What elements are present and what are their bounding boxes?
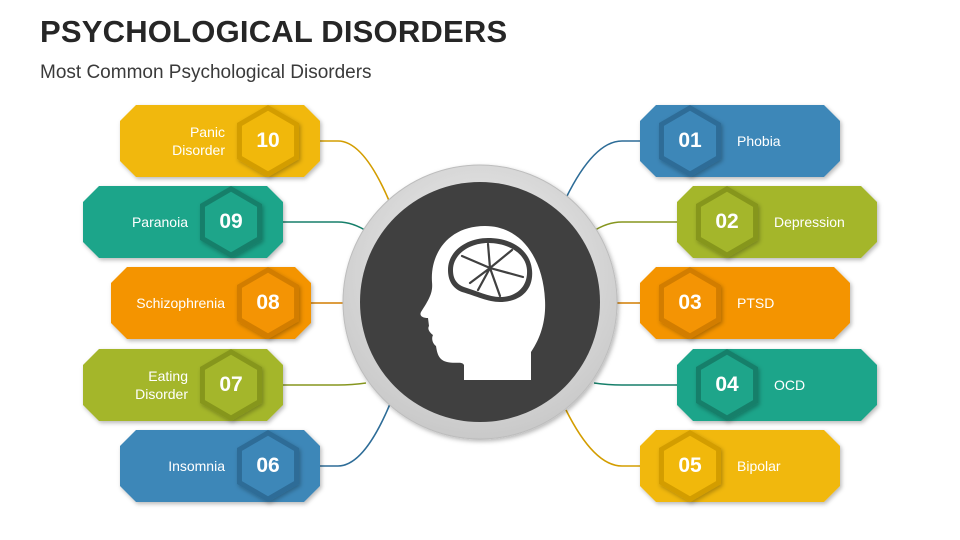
connector-line xyxy=(593,382,692,386)
connector-line xyxy=(565,140,655,199)
item-number: 05 xyxy=(678,454,702,477)
page-subtitle: Most Common Psychological Disorders xyxy=(40,62,372,83)
connector-line xyxy=(565,409,655,467)
item-number: 02 xyxy=(715,210,739,233)
center-emblem xyxy=(342,164,618,440)
number-hexagon-inner xyxy=(241,110,295,172)
item-label: Panic Disorder xyxy=(172,124,225,158)
number-hexagon-inner xyxy=(241,272,295,334)
number-hexagon-inner xyxy=(204,191,258,253)
item-number: 01 xyxy=(678,129,702,152)
item-number: 08 xyxy=(256,291,280,314)
number-hexagon-inner xyxy=(700,191,754,253)
item-number: 07 xyxy=(219,373,243,396)
item-number: 04 xyxy=(715,373,739,396)
item-label: OCD xyxy=(774,377,806,393)
item-label: Eating Disorder xyxy=(135,368,188,402)
head-brain-icon xyxy=(420,226,546,380)
item-label: Insomnia xyxy=(168,458,225,474)
item-label: Depression xyxy=(774,214,845,230)
connector-line xyxy=(266,382,367,386)
item-number: 10 xyxy=(256,129,280,152)
number-hexagon-inner xyxy=(241,435,295,497)
item-number: 03 xyxy=(678,291,702,314)
number-hexagon-inner xyxy=(700,354,754,416)
item-label: Bipolar xyxy=(737,458,781,474)
connector-line xyxy=(303,403,391,467)
item-label: PTSD xyxy=(737,295,775,311)
number-hexagon-inner xyxy=(663,435,717,497)
item-number: 09 xyxy=(219,210,243,233)
number-hexagon-inner xyxy=(204,354,258,416)
item-label: Paranoia xyxy=(131,214,188,230)
number-hexagon-inner xyxy=(663,272,717,334)
item-label: Phobia xyxy=(737,133,781,149)
item-boxes xyxy=(83,105,877,502)
number-hexagon-inner xyxy=(663,110,717,172)
connector-line xyxy=(303,140,391,204)
page-title: PSYCHOLOGICAL DISORDERS xyxy=(40,14,508,49)
item-label: Schizophrenia xyxy=(136,295,225,311)
item-number: 06 xyxy=(256,454,280,477)
